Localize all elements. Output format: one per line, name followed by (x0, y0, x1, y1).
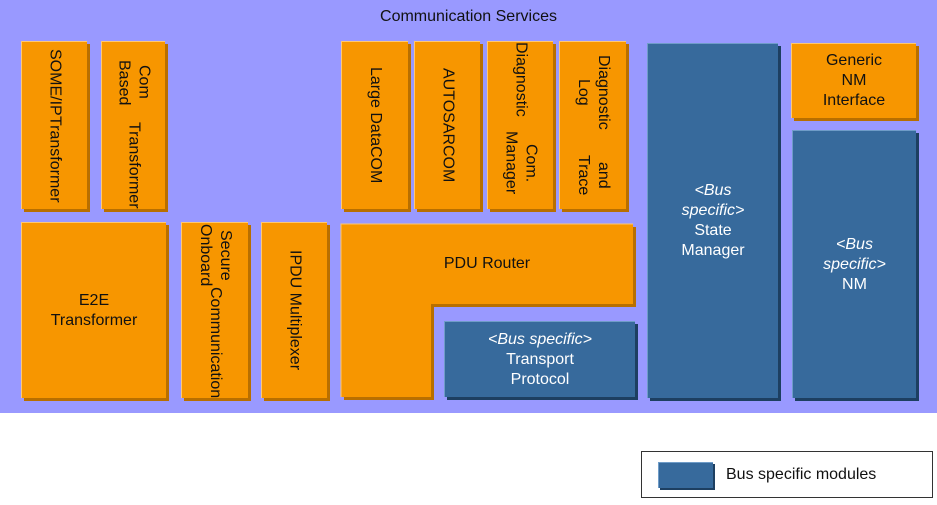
generic-nm-interface-label-1: Generic (825, 52, 882, 69)
com-based-transformer-label-2: Transformer (125, 122, 143, 209)
generic-nm-interface-box: Generic NM Interface (791, 43, 916, 118)
someip-transformer-label-2: Transformer (46, 115, 64, 203)
large-data-com-label-2: COM (367, 146, 384, 184)
state-manager-label-2: Manager (681, 242, 745, 259)
ipdu-multiplexer-box: IPDU Multiplexer (261, 222, 327, 398)
bus-nm-bus-label-1: <Bus (836, 235, 873, 253)
large-data-com-label-1: Large Data (367, 67, 384, 147)
someip-transformer-label-1: SOME/IP (46, 48, 64, 116)
secure-onboard-communication-box: Secure Onboard Communication (181, 222, 248, 398)
diagnostic-com-manager-label-1: Diagnostic (512, 42, 530, 117)
bus-nm-box: <Bus specific> NM (792, 130, 916, 398)
bus-nm-bus-label-2: specific> (823, 255, 886, 273)
diagnostic-com-manager-label-2: Com. Manager (502, 131, 540, 195)
state-manager-box: <Bus specific> State Manager (647, 43, 778, 398)
autosar-com-label-2: COM (439, 145, 457, 183)
com-based-transformer-label-1: Com Based (115, 59, 153, 105)
communication-services-title: Communication Services (380, 8, 557, 25)
e2e-transformer-box: E2E Transformer (21, 222, 166, 398)
bus-nm-label: NM (842, 275, 867, 293)
pdu-router-shape (340, 223, 636, 400)
state-manager-bus-label-1: <Bus (694, 182, 732, 199)
secure-onboard-communication-label-1: Secure Onboard (197, 223, 234, 287)
legend: Bus specific modules (641, 451, 933, 498)
generic-nm-interface-label-2: NM (841, 72, 867, 89)
autosar-com-box: AUTOSAR COM (414, 41, 480, 209)
transport-protocol-label-2: Protocol (510, 370, 570, 388)
autosar-com-label-1: AUTOSAR (439, 68, 457, 146)
diagnostic-log-trace-label-2: and Trace (575, 155, 612, 196)
transport-protocol-bus-specific: <Bus specific> (487, 330, 593, 348)
diagnostic-log-trace-box: Diagnostic Log and Trace (559, 41, 626, 209)
someip-transformer-box: SOME/IP Transformer (21, 41, 87, 209)
diagnostic-com-manager-box: Diagnostic Com. Manager (487, 41, 553, 209)
e2e-transformer-label-2: Transformer (50, 311, 138, 329)
pdu-router-label-area: PDU Router (341, 224, 633, 304)
state-manager-bus-label-2: specific> (681, 202, 745, 219)
ipdu-multiplexer-label: IPDU Multiplexer (286, 250, 304, 371)
com-based-transformer-box: Com Based Transformer (101, 41, 165, 209)
diagnostic-log-trace-label-1: Diagnostic Log (575, 54, 612, 130)
e2e-transformer-label-1: E2E (78, 291, 110, 309)
transport-protocol-label-1: Transport (506, 350, 574, 368)
generic-nm-interface-label-3: Interface (822, 92, 886, 109)
pdu-router-label: PDU Router (443, 255, 531, 272)
state-manager-label-1: State (694, 222, 732, 239)
legend-swatch (658, 462, 713, 488)
transport-protocol-box: <Bus specific> Transport Protocol (444, 321, 635, 397)
secure-onboard-communication-label-2: Communication (207, 286, 224, 398)
large-data-com-box: Large Data COM (341, 41, 408, 209)
legend-label: Bus specific modules (726, 466, 877, 483)
